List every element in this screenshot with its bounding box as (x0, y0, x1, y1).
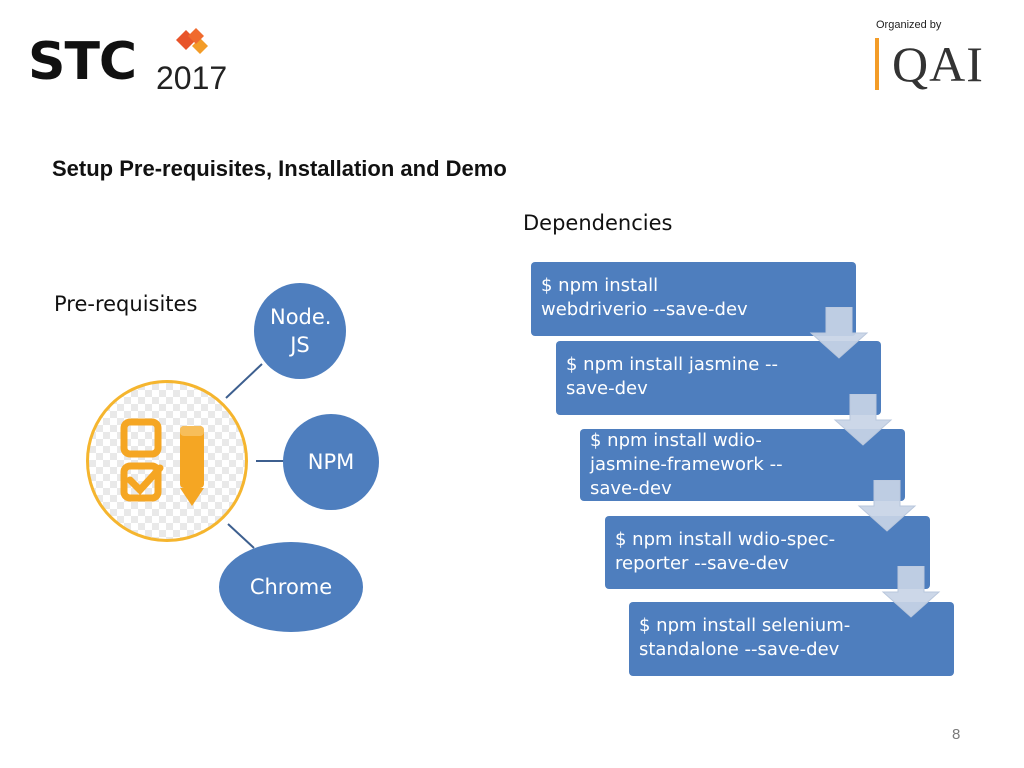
step-4-line-2: reporter --save-dev (615, 553, 789, 574)
prerequisites-heading: Pre-requisites (54, 292, 198, 316)
step-4-line-1: $ npm install wdio-spec- (615, 529, 836, 550)
prerequisite-nodejs-label: Node. JS (270, 305, 332, 357)
dependency-step-3: $ npm install wdio- jasmine-framework --… (580, 429, 905, 501)
prerequisite-chrome: Chrome (219, 542, 363, 632)
prerequisite-chrome-label: Chrome (249, 575, 333, 599)
step-2-line-2: save-dev (566, 378, 648, 399)
step-3-line-2: jasmine-framework -- (590, 454, 783, 475)
step-2-line-1: $ npm install jasmine -- (566, 354, 779, 375)
step-1-line-1: $ npm install (541, 275, 659, 296)
connector-nodejs (225, 363, 263, 399)
checklist-pencil-icon (120, 418, 204, 506)
step-3-line-1: $ npm install wdio- (590, 430, 762, 451)
dependency-step-2: $ npm install jasmine -- save-dev (556, 341, 881, 415)
dependency-step-1: $ npm install webdriverio --save-dev (531, 262, 856, 336)
stc-logo-text: STC (28, 32, 137, 92)
dependency-step-5: $ npm install selenium- standalone --sav… (629, 602, 954, 676)
qai-logo-text: QAI (892, 36, 984, 92)
dependency-step-4: $ npm install wdio-spec- reporter --save… (605, 516, 930, 589)
down-arrow-icon (881, 566, 941, 618)
down-arrow-icon (857, 480, 917, 532)
prerequisite-nodejs: Node. JS (254, 283, 346, 379)
step-1-line-2: webdriverio --save-dev (541, 299, 748, 320)
stc-2017-logo: STC 2017 (28, 28, 258, 94)
page-number: 8 (952, 726, 961, 743)
connector-chrome (227, 523, 255, 549)
prerequisite-npm-label: NPM (307, 450, 355, 474)
prerequisites-hub (86, 380, 248, 542)
stc-logo-year: 2017 (156, 60, 228, 96)
step-5-line-1: $ npm install selenium- (639, 615, 851, 636)
slide-title: Setup Pre-requisites, Installation and D… (52, 156, 507, 181)
down-arrow-icon (833, 394, 893, 446)
dependencies-heading: Dependencies (523, 211, 673, 235)
diamond-mark-icon (176, 28, 208, 54)
down-arrow-icon (809, 307, 869, 359)
qai-logo-bar (875, 38, 879, 90)
prerequisite-npm: NPM (283, 414, 379, 510)
organized-by-label: Organized by (876, 19, 942, 31)
step-3-line-3: save-dev (590, 478, 672, 499)
step-5-line-2: standalone --save-dev (639, 639, 840, 660)
